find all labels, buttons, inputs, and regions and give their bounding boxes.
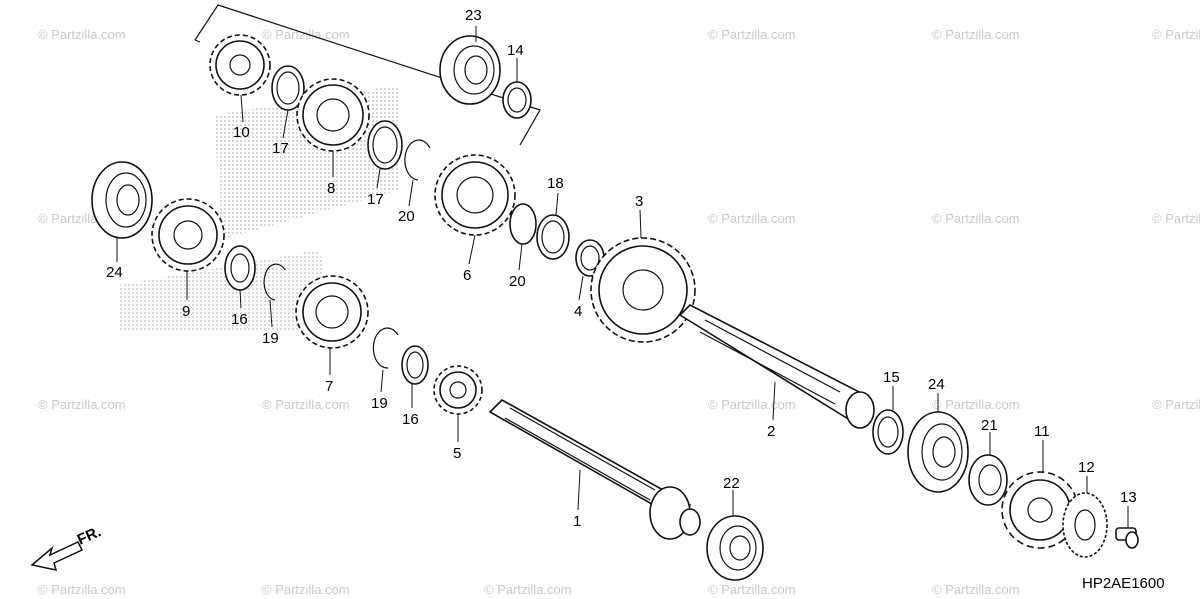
callout-24: 24 <box>928 376 945 393</box>
plate-12[interactable] <box>1062 492 1108 558</box>
clip-19[interactable] <box>372 327 399 369</box>
bearing-23[interactable] <box>439 35 501 105</box>
callout-13: 13 <box>1120 489 1137 506</box>
callout-9: 9 <box>182 303 190 320</box>
front-label: FR. <box>75 523 104 548</box>
callout-14: 14 <box>507 42 524 59</box>
callout-17: 17 <box>272 140 289 157</box>
watermark: © Partzilla.com <box>932 211 1020 226</box>
watermark-layer: © Partzilla.com © Partzilla.com © Partzi… <box>38 27 1200 597</box>
bearing-24[interactable] <box>91 161 153 239</box>
watermark: © Partzilla.com <box>708 397 796 412</box>
callout-11: 11 <box>1034 423 1050 440</box>
callouts: 10 17 8 17 20 23 14 6 20 18 4 3 24 9 16 … <box>106 7 1137 530</box>
leader-lines <box>116 26 1129 528</box>
callout-2: 2 <box>767 423 775 440</box>
watermark: © Partzilla.com <box>932 582 1020 597</box>
callout-16: 16 <box>402 411 419 428</box>
washer-17[interactable] <box>367 120 403 170</box>
callout-6: 6 <box>463 267 471 284</box>
watermark: © Partzilla.com <box>1152 211 1200 226</box>
group-bracket <box>194 4 541 146</box>
washer-16[interactable] <box>224 245 256 291</box>
gear-9[interactable] <box>151 198 225 272</box>
callout-7: 7 <box>325 378 333 395</box>
callout-16: 16 <box>231 311 248 328</box>
gear-5[interactable] <box>433 365 483 415</box>
callout-24: 24 <box>106 264 123 281</box>
watermark: © Partzilla.com <box>1152 397 1200 412</box>
mainshaft-1[interactable] <box>488 399 701 540</box>
callout-10: 10 <box>233 124 250 141</box>
diagram-code: HP2AE1600 <box>1082 575 1165 592</box>
watermark: © Partzilla.com <box>708 27 796 42</box>
callout-20: 20 <box>398 208 415 225</box>
washer-14[interactable] <box>502 81 532 119</box>
watermark: © Partzilla.com <box>708 582 796 597</box>
callout-1: 1 <box>573 513 581 530</box>
callout-4: 4 <box>574 303 582 320</box>
watermark: © Partzilla.com <box>932 27 1020 42</box>
clip-19[interactable] <box>263 263 286 301</box>
callout-18: 18 <box>547 175 564 192</box>
watermark: © Partzilla.com <box>1152 27 1200 42</box>
seal-21[interactable] <box>968 454 1008 506</box>
washer-16[interactable] <box>401 345 429 385</box>
washer-18[interactable] <box>536 214 570 260</box>
watermark: © Partzilla.com <box>38 397 126 412</box>
callout-19: 19 <box>371 395 388 412</box>
watermark: © Partzilla.com <box>262 582 350 597</box>
watermark: © Partzilla.com <box>38 27 126 42</box>
gear-6[interactable] <box>434 154 516 236</box>
callout-12: 12 <box>1078 459 1095 476</box>
callout-15: 15 <box>883 369 900 386</box>
gear-10[interactable] <box>209 34 271 96</box>
watermark: © Partzilla.com <box>708 211 796 226</box>
clip-20[interactable] <box>509 203 537 245</box>
watermark: © Partzilla.com <box>38 582 126 597</box>
callout-19: 19 <box>262 330 279 347</box>
callout-8: 8 <box>327 180 335 197</box>
countershaft-2[interactable] <box>678 304 875 429</box>
gear-7[interactable] <box>295 275 369 349</box>
callout-22: 22 <box>723 475 740 492</box>
watermark: © Partzilla.com <box>262 397 350 412</box>
arrow-icon <box>30 541 84 571</box>
callout-20: 20 <box>509 273 526 290</box>
clip-20[interactable] <box>404 139 431 181</box>
gear-8[interactable] <box>296 78 370 152</box>
bearing-22[interactable] <box>706 515 764 581</box>
callout-23: 23 <box>465 7 482 24</box>
gear-3[interactable] <box>590 237 696 343</box>
bolt-13[interactable] <box>1115 527 1139 549</box>
bearing-24[interactable] <box>907 411 969 493</box>
callout-3: 3 <box>635 193 643 210</box>
callout-5: 5 <box>453 445 461 462</box>
callout-17: 17 <box>367 191 384 208</box>
washer-15[interactable] <box>872 409 904 455</box>
callout-21: 21 <box>981 417 998 434</box>
watermark: © Partzilla.com <box>262 27 350 42</box>
watermark: © Partzilla.com <box>484 582 572 597</box>
front-arrow: FR. <box>30 523 104 571</box>
watermark: © Partzilla.com <box>932 397 1020 412</box>
